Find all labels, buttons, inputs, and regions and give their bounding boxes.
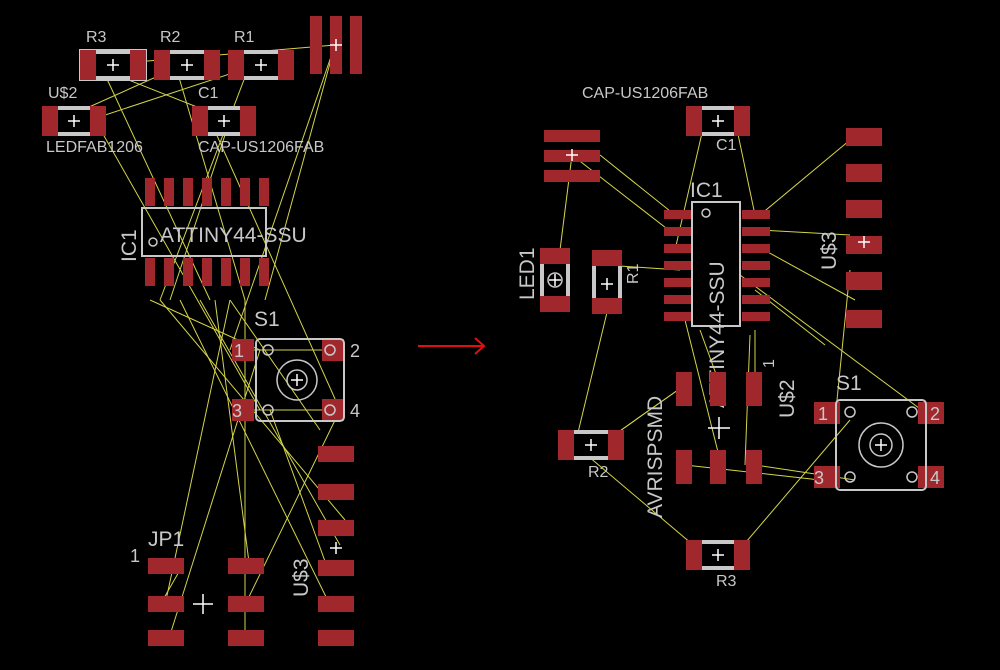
header-jp1-left[interactable]: JP1 1 [130, 528, 264, 646]
header-pins-top[interactable] [310, 16, 362, 74]
cap-c1-right-name: C1 [716, 137, 737, 154]
led-u2-value: LEDFAB1206 [46, 139, 143, 156]
avrispsmd-name: AVRISPSMD [644, 396, 667, 518]
resistor-r1[interactable]: R1 [228, 29, 294, 80]
led1-right[interactable]: LED1 [516, 247, 570, 312]
r3-label: R3 [86, 29, 107, 46]
airwires [59, 44, 936, 636]
led-u2-name: U$2 [48, 85, 77, 102]
s1-left-pin4: 4 [350, 401, 360, 421]
ic-attiny44-right[interactable]: IC1 ATTINY44-SSU [664, 179, 770, 408]
led1-name: LED1 [516, 247, 539, 300]
resistor-r1-right[interactable]: R1 [592, 250, 642, 314]
jp1-name: JP1 [148, 528, 184, 551]
cap-c1-name: C1 [198, 85, 219, 102]
capacitor-c1[interactable]: C1 CAP-US1206FAB [192, 85, 324, 156]
s1-right-name: S1 [836, 372, 862, 395]
capacitor-c1-right[interactable]: CAP-US1206FAB C1 [582, 85, 750, 154]
s1-right-pin1: 1 [818, 404, 828, 424]
resistor-r3[interactable]: R3 [79, 29, 147, 81]
ic-right-name: IC1 [690, 179, 723, 202]
header-3pin-right[interactable] [544, 130, 600, 182]
ic-left-name: IC1 [118, 229, 141, 262]
jp1-pin1: 1 [130, 546, 140, 566]
connector-u3-left[interactable]: U$3 [290, 446, 354, 646]
r1-right-name: R1 [625, 263, 642, 284]
u3-right-name: U$3 [818, 231, 841, 270]
s1-left-name: S1 [254, 308, 280, 331]
s1-right-pin4: 4 [930, 468, 940, 488]
s1-left-pin2: 2 [350, 341, 360, 361]
s1-left-pin1: 1 [234, 341, 244, 361]
avrispsmd-pin1: 1 [761, 359, 778, 368]
u3-left-name: U$3 [290, 558, 313, 597]
ic-right-value: ATTINY44-SSU [706, 261, 729, 408]
switch-s1-right[interactable]: S1 1 2 3 4 [814, 372, 944, 491]
switch-s1-left[interactable]: S1 1 2 3 4 [232, 308, 360, 422]
resistor-r2-right[interactable]: R2 [558, 430, 624, 481]
s1-right-pin3: 3 [814, 468, 824, 488]
led-u2[interactable]: U$2 LEDFAB1206 [42, 85, 143, 156]
ic-left-top-pins [145, 178, 269, 206]
connector-u3-right[interactable]: U$3 [818, 128, 882, 328]
resistor-r2[interactable]: R2 [154, 29, 220, 80]
ic-right-right-pins [742, 210, 770, 321]
s1-left-pin3: 3 [232, 401, 242, 421]
s1-right-pin2: 2 [930, 404, 940, 424]
r2-label: R2 [160, 29, 181, 46]
cap-c1-right-value: CAP-US1206FAB [582, 85, 708, 102]
r3-right-name: R3 [716, 573, 737, 590]
ic-attiny44-left[interactable]: ATTINY44-SSU IC1 [118, 178, 307, 286]
r2-right-name: R2 [588, 464, 609, 481]
ic-left-value: ATTINY44-SSU [160, 224, 307, 247]
r1-label: R1 [234, 29, 255, 46]
ic-left-bottom-pins [145, 258, 269, 286]
header-avrispsmd-right[interactable]: AVRISPSMD 1 U$2 [644, 359, 799, 518]
header2-name: U$2 [776, 379, 799, 418]
resistor-r3-right[interactable]: R3 [686, 540, 750, 590]
cap-c1-value: CAP-US1206FAB [198, 139, 324, 156]
arrow-right-icon [418, 337, 486, 355]
ic-right-left-pins [664, 210, 692, 321]
